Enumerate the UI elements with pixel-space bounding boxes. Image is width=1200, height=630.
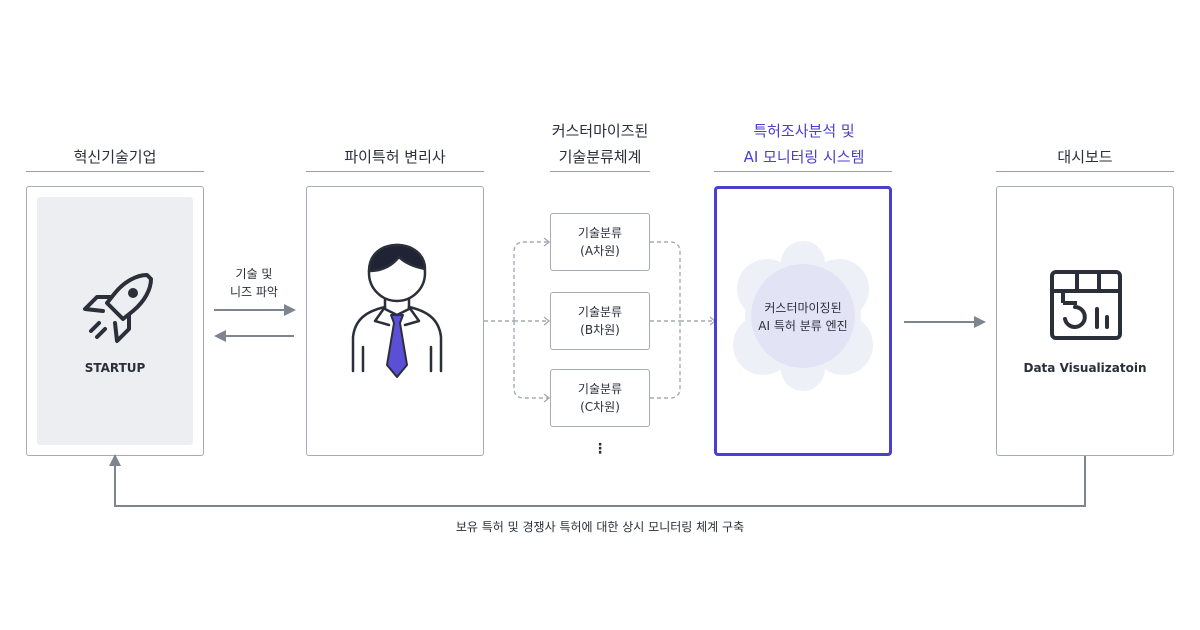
startup-title: 혁신기술기업 bbox=[73, 148, 157, 166]
attorney-title-underline bbox=[306, 171, 484, 172]
dashboard-panel: Data Visualizatoin bbox=[996, 186, 1174, 456]
startup-label: STARTUP bbox=[84, 361, 146, 375]
category-box-b: 기술분류 (B차원) bbox=[550, 292, 650, 350]
category-box-c: 기술분류 (C차원) bbox=[550, 369, 650, 427]
category-c-line2: (C차원) bbox=[580, 400, 620, 414]
arrow-right-icon bbox=[214, 304, 296, 316]
rocket-icon bbox=[83, 273, 153, 343]
dashboard-title-underline bbox=[996, 171, 1174, 172]
category-c-line1: 기술분류 bbox=[577, 382, 623, 396]
dashboard-label: Data Visualizatoin bbox=[1023, 361, 1147, 375]
category-b-line2: (B차원) bbox=[580, 323, 620, 337]
category-a-line2: (A차원) bbox=[580, 244, 620, 258]
person-icon bbox=[351, 243, 443, 378]
attorney-title: 파이특허 변리사 bbox=[344, 148, 446, 166]
arrow-left-icon bbox=[214, 330, 294, 342]
startup-panel: STARTUP bbox=[26, 186, 204, 456]
category-a-line1: 기술분류 bbox=[577, 226, 623, 240]
feedback-loop-arrow bbox=[109, 454, 1086, 507]
dashboard-title: 대시보드 bbox=[1057, 148, 1113, 166]
ai-system-panel: 커스터마이징된 AI 특허 분류 엔진 bbox=[714, 186, 892, 456]
bottom-caption: 보유 특허 및 경쟁사 특허에 대한 상시 모니터링 체계 구축 bbox=[455, 520, 745, 534]
more-indicator: ⋮ bbox=[593, 441, 607, 457]
dashboard-icon bbox=[1050, 270, 1122, 340]
category-box-a: 기술분류 (A차원) bbox=[550, 213, 650, 271]
ai-system-title-underline bbox=[714, 171, 892, 172]
attorney-panel bbox=[306, 186, 484, 456]
engine-cloud-icon bbox=[733, 241, 873, 391]
needs-label-line1: 기술 및 bbox=[235, 267, 273, 281]
startup-title-underline bbox=[26, 171, 204, 172]
tie-icon bbox=[386, 314, 408, 378]
category-b-line1: 기술분류 bbox=[577, 305, 623, 319]
ai-system-title-line2: AI 모니터링 시스템 bbox=[743, 148, 865, 166]
needs-label-line2: 니즈 파악 bbox=[230, 285, 278, 299]
engine-label-line2: AI 특허 분류 엔진 bbox=[758, 319, 848, 333]
taxonomy-title-line1: 커스터마이즈된 bbox=[551, 122, 649, 140]
taxonomy-title-underline bbox=[550, 171, 650, 172]
ai-system-title-line1: 특허조사분석 및 bbox=[753, 122, 855, 140]
taxonomy-connectors bbox=[484, 237, 717, 403]
arrow-to-dashboard-icon bbox=[904, 316, 986, 328]
engine-label-line1: 커스터마이징된 bbox=[764, 301, 842, 315]
taxonomy-title-line2: 기술분류체계 bbox=[558, 148, 642, 166]
